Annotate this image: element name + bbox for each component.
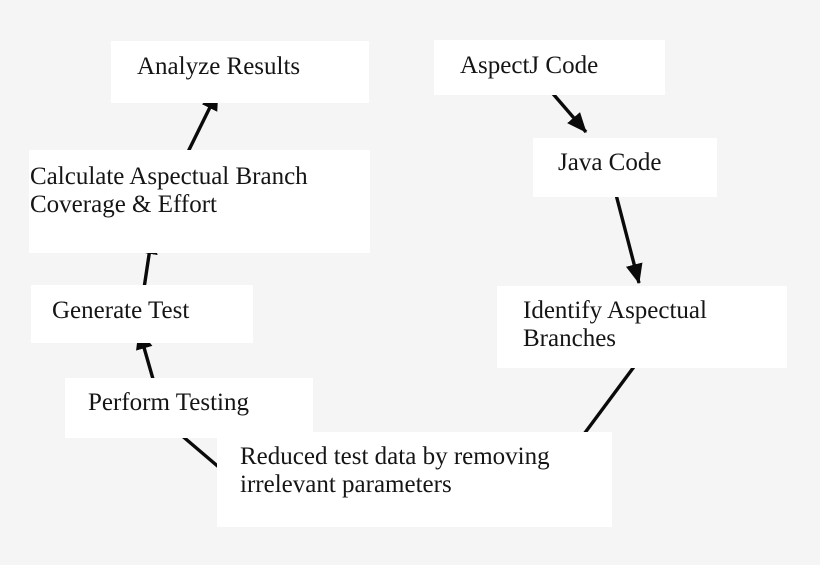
node-label-line: Calculate Aspectual Branch: [30, 163, 308, 190]
node-label-line: Branches: [523, 325, 617, 352]
node-label-line: irrelevant parameters: [240, 471, 452, 498]
node-label-line: Reduced test data by removing: [240, 443, 550, 470]
arrow-java-code-to-identify-aspectual-branches: [611, 182, 643, 284]
node-label-line: AspectJ Code: [460, 52, 599, 79]
node-label-line: Identify Aspectual: [523, 297, 707, 324]
node-label-line: Coverage & Effort: [30, 191, 217, 218]
node-label-line: Perform Testing: [88, 389, 249, 416]
node-analyze-results: Analyze Results: [111, 41, 369, 103]
node-perform-testing: Perform Testing: [65, 378, 313, 438]
node-label-line: Java Code: [558, 149, 662, 176]
node-label-line: Generate Test: [52, 297, 190, 324]
node-generate-test: Generate Test: [31, 285, 253, 343]
node-label-line: Analyze Results: [137, 53, 301, 80]
node-java-code: Java Code: [533, 138, 717, 197]
node-aspectj-code: AspectJ Code: [434, 40, 665, 95]
